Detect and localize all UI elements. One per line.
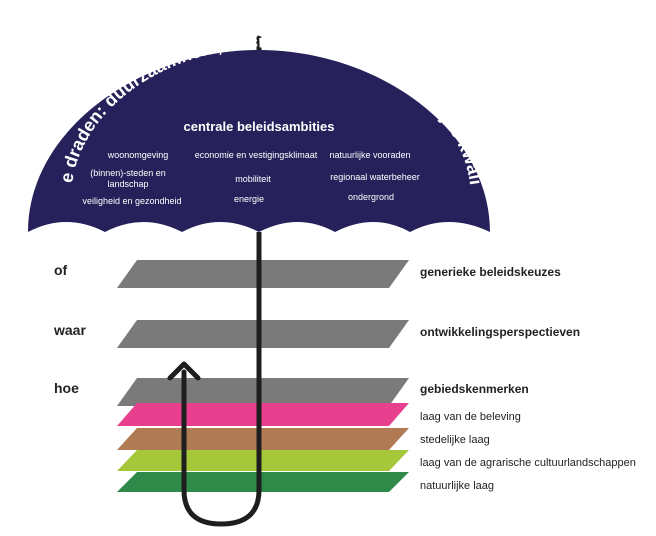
ambitie-natuurlijke-vooraden: natuurlijke vooraden xyxy=(329,150,410,160)
slab-hoe xyxy=(117,378,409,406)
ambitie-veiligheid: veiligheid en gezondheid xyxy=(82,196,181,206)
label-gebiedskenmerken: gebiedskenmerken xyxy=(420,382,529,396)
arrow-up-icon xyxy=(167,361,201,381)
ambitie-energie: energie xyxy=(234,194,264,204)
ambitie-economie: economie en vestigingsklimaat xyxy=(195,150,318,160)
slab-waar xyxy=(117,320,409,348)
label-laag-beleving: laag van de beleving xyxy=(420,411,521,423)
question-of: of xyxy=(54,262,68,278)
label-generieke-beleidskeuzes: generieke beleidskeuzes xyxy=(420,265,561,279)
ambitie-ondergrond: ondergrond xyxy=(348,192,394,202)
question-hoe: hoe xyxy=(54,380,79,396)
label-ontwikkelingsperspectieven: ontwikkelingsperspectieven xyxy=(420,325,580,339)
ambitie-mobiliteit: mobiliteit xyxy=(235,174,271,184)
label-natuurlijke-laag: natuurlijke laag xyxy=(420,480,494,492)
question-waar: waar xyxy=(53,322,86,338)
layer-agrarisch xyxy=(117,450,409,471)
layer-natuurlijk xyxy=(117,472,409,492)
umbrella-canopy xyxy=(28,50,490,232)
ambitie-regionaal-waterbeheer: regionaal waterbeheer xyxy=(330,172,420,182)
slab-of xyxy=(117,260,409,288)
umbrella-handle xyxy=(181,369,262,527)
ambitie-landschap: landschap xyxy=(107,179,148,189)
ambities-title: centrale beleidsambities xyxy=(183,119,334,134)
layer-beleving xyxy=(117,403,409,426)
ambitie-binnensteden: (binnen)-steden en xyxy=(90,168,166,178)
label-stedelijke-laag: stedelijke laag xyxy=(420,434,490,446)
ambitie-woonomgeving: woonomgeving xyxy=(107,150,169,160)
label-agrarische-laag: laag van de agrarische cultuurlandschapp… xyxy=(420,457,636,469)
layer-stedelijk xyxy=(117,428,409,450)
